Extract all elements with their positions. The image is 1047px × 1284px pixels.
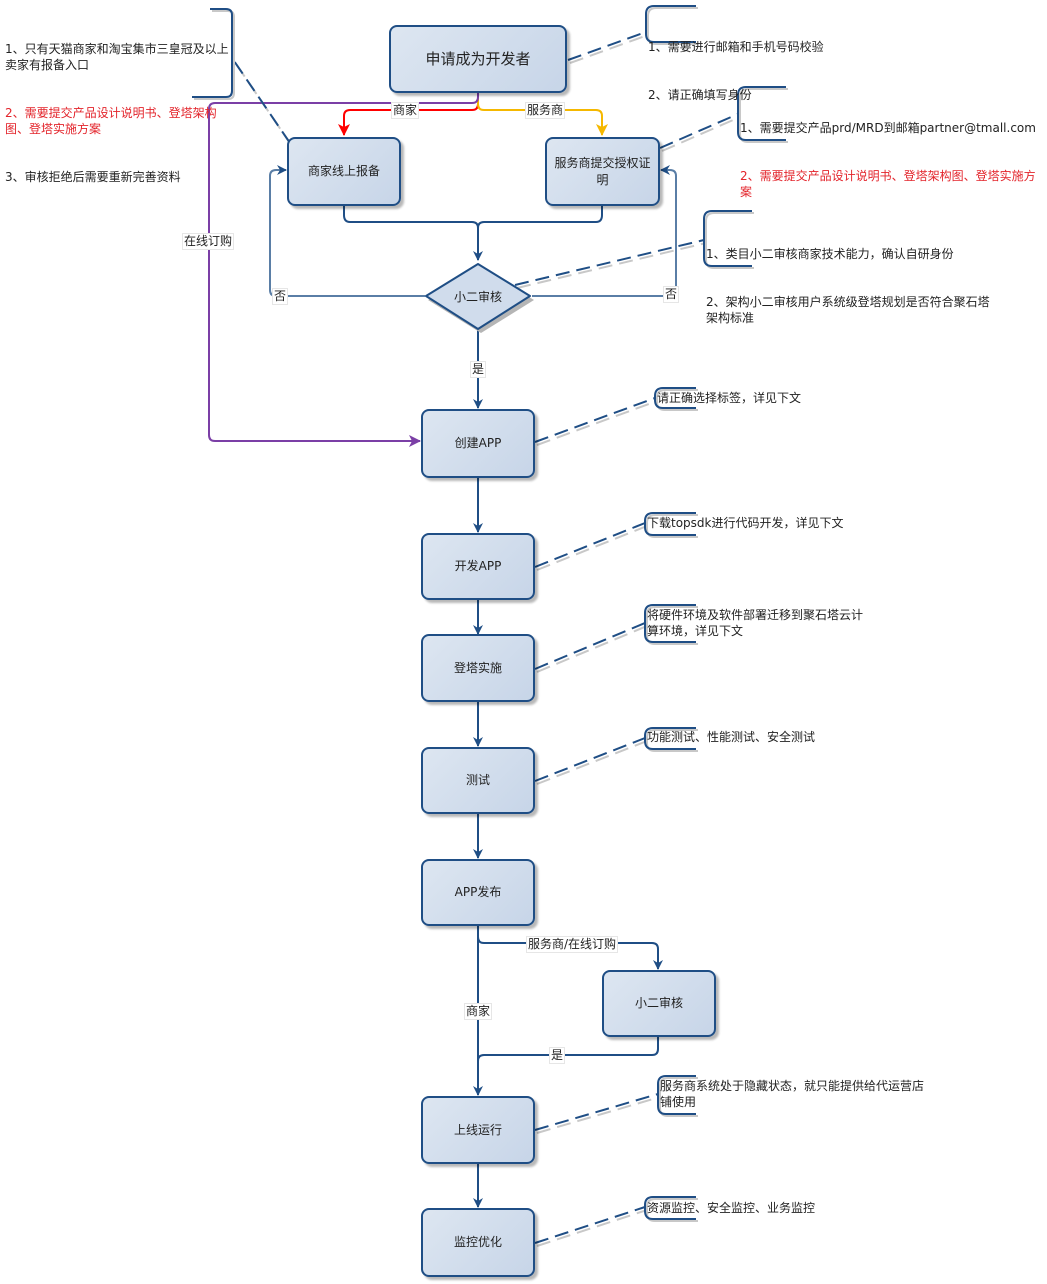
- note-deploy: 将硬件环境及软件部署迁移到聚石塔云计算环境，详见下文: [647, 608, 864, 638]
- node-go-live[interactable]: 上线运行: [421, 1096, 535, 1164]
- callout-connectors: [231, 31, 741, 1247]
- edge-review2-to-golive: [477, 1037, 659, 1062]
- node-merchant-register[interactable]: 商家线上报备: [287, 137, 401, 206]
- note-go-live: 服务商系统处于隐藏状态，就只能提供给代运营店铺使用: [660, 1079, 925, 1109]
- node-deploy[interactable]: 登塔实施: [421, 634, 535, 702]
- note-review-line-2: 2、架构小二审核用户系统级登塔规划是否符合聚石塔架构标准: [706, 295, 990, 325]
- note-develop: 下载topsdk进行代码开发，详见下文: [647, 516, 844, 530]
- node-apply[interactable]: 申请成为开发者: [389, 25, 567, 93]
- note-provider: 1、需要提交产品prd/MRD到邮箱partner@tmall.com 2、需要…: [740, 88, 1040, 232]
- edge-merchant-to-review: [343, 206, 479, 229]
- edge-label-merchant: 商家: [391, 102, 420, 119]
- note-merchant-line-2: 2、需要提交产品设计说明书、登塔架构图、登塔实施方案: [5, 106, 217, 136]
- edge-label-provider-or-online: 服务商/在线订购: [526, 936, 619, 953]
- node-develop-app[interactable]: 开发APP: [421, 533, 535, 600]
- edge-provider-to-review: [473, 206, 603, 261]
- node-monitor[interactable]: 监控优化: [421, 1208, 535, 1277]
- note-merchant: 1、只有天猫商家和淘宝集市三皇冠及以上卖家有报备入口 2、需要提交产品设计说明书…: [5, 9, 231, 217]
- edge-label-reject-right: 否: [663, 286, 680, 303]
- note-monitor: 资源监控、安全监控、业务监控: [647, 1201, 816, 1215]
- edge-label-reject-left: 否: [272, 288, 289, 305]
- review-diamond[interactable]: [425, 263, 531, 330]
- note-apply-line-2: 2、请正确填写身份: [648, 88, 752, 102]
- note-provider-line-1: 1、需要提交产品prd/MRD到邮箱partner@tmall.com: [740, 121, 1036, 135]
- edge-label-merchant-path: 商家: [464, 1003, 493, 1020]
- note-review: 1、类目小二审核商家技术能力，确认自研身份 2、架构小二审核用户系统级登塔规划是…: [706, 214, 998, 358]
- edge-online-order: [208, 93, 479, 447]
- note-merchant-line-1: 1、只有天猫商家和淘宝集市三皇冠及以上卖家有报备入口: [5, 42, 229, 72]
- edge-label-online-order: 在线订购: [182, 233, 235, 250]
- note-review-line-1: 1、类目小二审核商家技术能力，确认自研身份: [706, 247, 954, 261]
- node-provider-submit[interactable]: 服务商提交授权证明: [545, 137, 660, 206]
- node-create-app[interactable]: 创建APP: [421, 409, 535, 478]
- edge-label-approve: 是: [470, 361, 487, 378]
- note-merchant-line-3: 3、审核拒绝后需要重新完善资料: [5, 170, 181, 184]
- note-apply: 1、需要进行邮箱和手机号码校验 2、请正确填写身份: [648, 7, 908, 135]
- edge-label-approve2: 是: [549, 1047, 566, 1064]
- note-brackets: [192, 5, 788, 1222]
- edge-label-provider: 服务商: [525, 102, 566, 119]
- note-test: 功能测试、性能测试、安全测试: [647, 730, 816, 744]
- node-publish[interactable]: APP发布: [421, 859, 535, 926]
- note-create: 请正确选择标签，详见下文: [657, 391, 802, 405]
- node-review2[interactable]: 小二审核: [602, 970, 716, 1037]
- node-test[interactable]: 测试: [421, 747, 535, 814]
- note-provider-line-2: 2、需要提交产品设计说明书、登塔架构图、登塔实施方案: [740, 169, 1036, 199]
- node-review-label: 小二审核: [453, 290, 502, 304]
- note-apply-line-1: 1、需要进行邮箱和手机号码校验: [648, 40, 824, 54]
